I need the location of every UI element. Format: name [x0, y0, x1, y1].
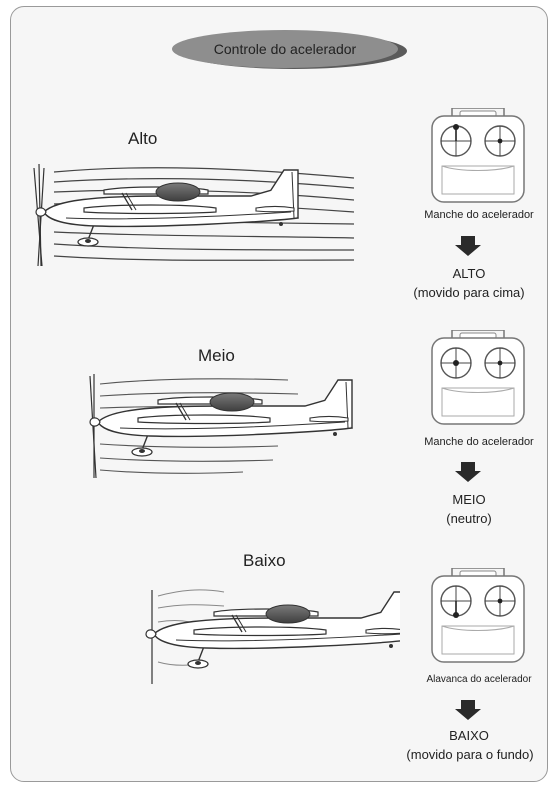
- airplane-icon-high-throttle: [24, 160, 354, 270]
- stick-caption-low: Alavanca do acelerador: [400, 674, 558, 685]
- stick-caption-mid: Manche do acelerador: [400, 436, 558, 448]
- position-mid: MEIO: [400, 490, 538, 509]
- position-note-mid: (neutro): [400, 509, 538, 528]
- transmitter-icon-mid: [430, 330, 526, 426]
- section-label-meio: Meio: [198, 346, 235, 366]
- title-banner: Controle do acelerador: [172, 29, 410, 69]
- transmitter-icon-low: [430, 568, 526, 664]
- stick-caption-high: Manche do acelerador: [400, 209, 558, 221]
- arrow-down-icon: [455, 700, 483, 722]
- arrow-down-icon: [455, 236, 483, 258]
- position-note-high: (movido para cima): [400, 283, 538, 302]
- arrow-down-icon: [455, 462, 483, 484]
- airplane-icon-low-throttle: [140, 580, 400, 690]
- section-label-baixo: Baixo: [243, 551, 286, 571]
- section-label-alto: Alto: [128, 129, 157, 149]
- position-note-low: (movido para o fundo): [392, 745, 548, 764]
- position-high: ALTO: [400, 264, 538, 283]
- throttle-stick-mid: [453, 360, 459, 366]
- diagram-title: Controle do acelerador: [172, 29, 398, 69]
- position-low: BAIXO: [400, 726, 538, 745]
- airplane-icon-mid-throttle: [78, 370, 378, 480]
- transmitter-icon-high: [430, 108, 526, 204]
